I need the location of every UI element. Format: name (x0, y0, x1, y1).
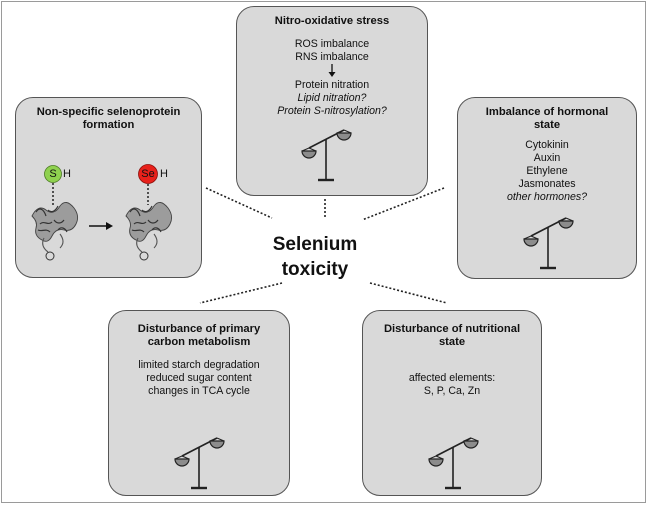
center-title-line1: Selenium (272, 234, 358, 255)
nitro-line-protein-nitration: Protein nitration (294, 79, 370, 91)
card-hormonal-title-line1: Imbalance of hormonal (485, 106, 609, 118)
carbon-line-sugar: reduced sugar content (146, 372, 252, 384)
card-nutritional-title-line2: state (438, 336, 466, 348)
arrow-down-icon (237, 64, 427, 79)
card-hormonal-title-line2: state (533, 119, 561, 131)
card-nitro-oxidative-stress: Nitro-oxidative stress ROS imbalance RNS… (236, 6, 428, 196)
sulfur-circle (44, 165, 62, 183)
carbon-line-starch: limited starch degradation (138, 359, 260, 371)
nutritional-line-affected: affected elements: (408, 372, 496, 384)
card-carbon-title: Disturbance of primary carbon metabolism (109, 323, 289, 349)
card-hormonal-title: Imbalance of hormonal state (458, 106, 636, 132)
card-selenoprotein-title-line2: formation (82, 119, 135, 131)
selenium-label: Se (141, 168, 155, 180)
card-selenoprotein-title: Non-specific selenoprotein formation (16, 106, 201, 132)
card-carbon-title-line1: Disturbance of primary (137, 323, 261, 335)
sulfur-label: S (49, 168, 57, 180)
balance-scale-icon (523, 217, 574, 270)
connector-hormonal (361, 187, 445, 221)
card-hormonal-state: Imbalance of hormonal state Cytokinin Au… (457, 97, 637, 279)
card-nitro-title: Nitro-oxidative stress (274, 15, 390, 27)
hormone-jasmonates: Jasmonates (518, 178, 576, 190)
nitro-line-rns: RNS imbalance (295, 51, 369, 63)
connector-selenoprotein (205, 187, 273, 219)
card-carbon-title-line2: carbon metabolism (147, 336, 251, 348)
card-selenoprotein-title-line1: Non-specific selenoprotein (36, 106, 181, 118)
hydrogen-label-right: H (160, 168, 168, 180)
protein-structure-icon (125, 202, 173, 261)
card-nutritional-state: Disturbance of nutritional state affecte… (362, 310, 542, 496)
nitro-line-ros: ROS imbalance (294, 38, 370, 50)
hydrogen-label-left: H (63, 168, 71, 180)
balance-scale-icon (428, 437, 479, 490)
hormone-cytokinin: Cytokinin (525, 139, 569, 151)
protein-structure-icon (31, 202, 79, 261)
nitro-line-lipid-nitration: Lipid nitration? (297, 92, 367, 104)
hormone-ethylene: Ethylene (526, 165, 568, 177)
card-carbon-metabolism: Disturbance of primary carbon metabolism… (108, 310, 290, 496)
card-selenoprotein-formation: Non-specific selenoprotein formation (15, 97, 202, 278)
nutritional-line-elements: S, P, Ca, Zn (423, 385, 481, 397)
carbon-line-tca: changes in TCA cycle (148, 385, 250, 397)
balance-scale-icon (301, 129, 352, 182)
center-title-line2: toxicity (281, 259, 349, 280)
balance-scale-icon (174, 437, 225, 490)
card-nutritional-title-line1: Disturbance of nutritional (383, 323, 521, 335)
selenium-circle (138, 164, 158, 184)
arrow-right-icon (89, 222, 113, 230)
card-nutritional-title: Disturbance of nutritional state (363, 323, 541, 349)
connector-nutritional (369, 282, 448, 304)
hormone-auxin: Auxin (533, 152, 561, 164)
hormone-other: other hormones? (506, 191, 588, 203)
center-title: Selenium toxicity (255, 232, 375, 282)
nitro-line-s-nitrosylation: Protein S-nitrosylation? (277, 105, 387, 117)
